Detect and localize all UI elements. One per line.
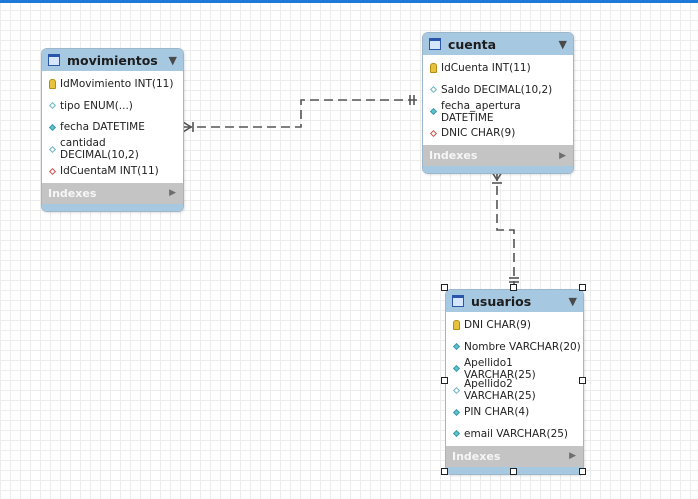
column-label: fecha_apertura DATETIME (441, 99, 521, 124)
relationship-cuenta-usuarios (496, 172, 515, 287)
entity-title: usuarios (471, 293, 532, 309)
column-row[interactable]: PIN CHAR(4) (446, 401, 583, 423)
nullable-column-icon (47, 102, 57, 110)
indexes-bar[interactable]: Indexes ▶ (42, 182, 183, 204)
entity-footer (42, 203, 183, 211)
column-label: DNIC CHAR(9) (441, 127, 516, 140)
indexes-bar[interactable]: Indexes ▶ (423, 145, 573, 167)
entity-usuarios[interactable]: usuarios ▼ DNI CHAR(9) Nombre VARCHAR(20… (445, 289, 584, 475)
column-row[interactable]: IdCuentaM INT(11) (42, 160, 183, 182)
column-label: DNI CHAR(9) (464, 318, 531, 331)
resize-handle-middle-right[interactable] (579, 377, 586, 384)
column-row[interactable]: tipo ENUM(...) (42, 95, 183, 117)
not-null-column-icon (451, 408, 461, 416)
column-row[interactable]: email VARCHAR(25) (446, 423, 583, 445)
column-label: Nombre VARCHAR(20) (464, 340, 581, 353)
column-row[interactable]: fecha DATETIME (42, 117, 183, 139)
column-row[interactable]: Apellido1 VARCHAR(25) (446, 356, 583, 381)
expand-indexes-icon[interactable]: ▶ (559, 150, 566, 161)
column-row[interactable]: fecha_apertura DATETIME (423, 99, 573, 124)
table-icon (48, 54, 60, 66)
indexes-label: Indexes (452, 449, 501, 463)
not-null-column-icon (451, 430, 461, 438)
not-null-column-icon (428, 107, 438, 116)
column-label: Saldo DECIMAL(10,2) (441, 83, 553, 96)
indexes-label: Indexes (429, 149, 478, 163)
not-null-column-icon (451, 343, 461, 351)
column-row[interactable]: cantidad DECIMAL(10,2) (42, 137, 183, 162)
collapse-toggle-icon[interactable]: ▼ (168, 53, 177, 67)
crow-foot-many-movimientos (182, 121, 193, 133)
primary-key-icon (451, 319, 461, 330)
indexes-bar[interactable]: Indexes ▶ (446, 445, 583, 467)
resize-handle-top-right[interactable] (579, 284, 586, 291)
foreign-key-icon (47, 167, 57, 175)
column-list: DNI CHAR(9) Nombre VARCHAR(20) Apellido1… (446, 312, 583, 446)
expand-indexes-icon[interactable]: ▶ (169, 188, 176, 199)
relationship-movimientos-cuenta (183, 99, 422, 128)
crow-foot-many-cuenta (491, 171, 503, 182)
entity-footer (423, 166, 573, 174)
column-row[interactable]: Nombre VARCHAR(20) (446, 336, 583, 358)
resize-handle-bottom-left[interactable] (441, 468, 448, 475)
column-label: IdMovimiento INT(11) (60, 77, 174, 90)
column-row[interactable]: DNIC CHAR(9) (423, 122, 573, 144)
not-null-column-icon (47, 123, 57, 132)
indexes-label: Indexes (48, 186, 97, 200)
entity-header[interactable]: cuenta ▼ (423, 33, 573, 55)
foreign-key-icon (428, 129, 438, 137)
table-icon (452, 295, 464, 307)
column-label: Apellido2 VARCHAR(25) (464, 378, 536, 403)
column-label: fecha DATETIME (60, 121, 145, 134)
collapse-toggle-icon[interactable]: ▼ (558, 37, 567, 51)
primary-key-icon (47, 78, 57, 89)
entity-title: cuenta (448, 36, 497, 52)
column-label: PIN CHAR(4) (464, 406, 530, 419)
resize-handle-middle-left[interactable] (441, 377, 448, 384)
column-label: tipo ENUM(...) (60, 99, 133, 112)
primary-key-icon (428, 62, 438, 73)
column-label: Apellido1 VARCHAR(25) (464, 356, 536, 381)
column-label: IdCuenta INT(11) (441, 61, 531, 74)
nullable-column-icon (451, 386, 461, 394)
column-row[interactable]: Apellido2 VARCHAR(25) (446, 378, 583, 403)
entity-movimientos[interactable]: movimientos ▼ IdMovimiento INT(11) tipo … (41, 48, 184, 212)
resize-handle-top-center[interactable] (510, 284, 517, 291)
entity-title: movimientos (67, 52, 158, 68)
expand-indexes-icon[interactable]: ▶ (569, 451, 576, 462)
column-list: IdCuenta INT(11) Saldo DECIMAL(10,2) fec… (423, 55, 573, 146)
resize-handle-bottom-center[interactable] (510, 468, 517, 475)
column-label: IdCuentaM INT(11) (60, 165, 159, 178)
column-list: IdMovimiento INT(11) tipo ENUM(...) fech… (42, 71, 183, 183)
table-icon (429, 38, 441, 50)
resize-handle-bottom-right[interactable] (579, 468, 586, 475)
top-accent-bar (0, 0, 698, 3)
not-null-column-icon (451, 364, 461, 373)
column-row[interactable]: IdMovimiento INT(11) (42, 73, 183, 95)
column-row[interactable]: Saldo DECIMAL(10,2) (423, 79, 573, 101)
entity-cuenta[interactable]: cuenta ▼ IdCuenta INT(11) Saldo DECIMAL(… (422, 32, 574, 175)
column-row[interactable]: DNI CHAR(9) (446, 314, 583, 336)
nullable-column-icon (47, 145, 57, 153)
nullable-column-icon (428, 86, 438, 94)
entity-header[interactable]: movimientos ▼ (42, 49, 183, 71)
column-row[interactable]: IdCuenta INT(11) (423, 57, 573, 79)
resize-handle-top-left[interactable] (441, 284, 448, 291)
column-label: cantidad DECIMAL(10,2) (60, 137, 139, 162)
column-label: email VARCHAR(25) (464, 427, 569, 440)
entity-header[interactable]: usuarios ▼ (446, 290, 583, 312)
collapse-toggle-icon[interactable]: ▼ (568, 294, 577, 308)
